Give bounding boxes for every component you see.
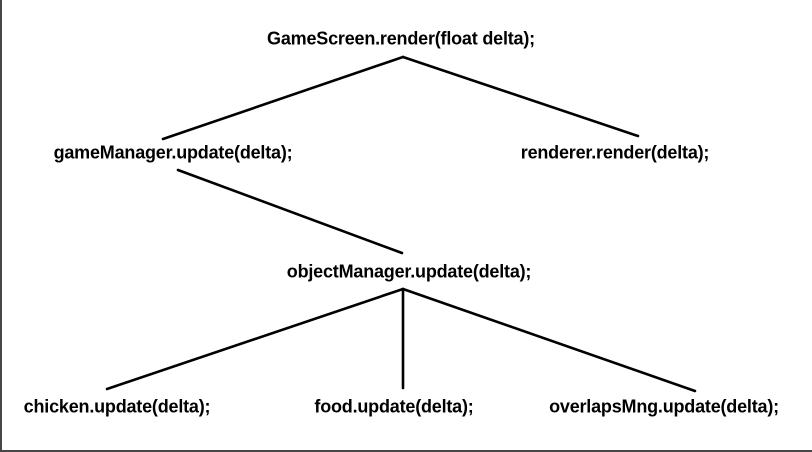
- canvas-bottom-border: [0, 450, 812, 452]
- edge-objectmanager-overlapsmng: [401, 287, 697, 393]
- node-food-update: food.update(delta);: [314, 396, 474, 417]
- edge-objectmanager-chicken: [105, 287, 405, 391]
- node-gamemanager-update: gameManager.update(delta);: [53, 142, 293, 163]
- node-chicken-update: chicken.update(delta);: [23, 396, 211, 417]
- edge-root-gamemanager: [161, 55, 405, 141]
- edge-root-renderer: [401, 55, 640, 138]
- canvas-left-border: [0, 0, 2, 452]
- edge-gamemanager-objectmanager: [176, 168, 404, 255]
- node-overlapsmng-update: overlapsMng.update(delta);: [549, 396, 779, 417]
- node-gamescreen-render: GameScreen.render(float delta);: [267, 28, 535, 49]
- node-objectmanager-update: objectManager.update(delta);: [286, 261, 532, 282]
- node-renderer-render: renderer.render(delta);: [520, 142, 710, 163]
